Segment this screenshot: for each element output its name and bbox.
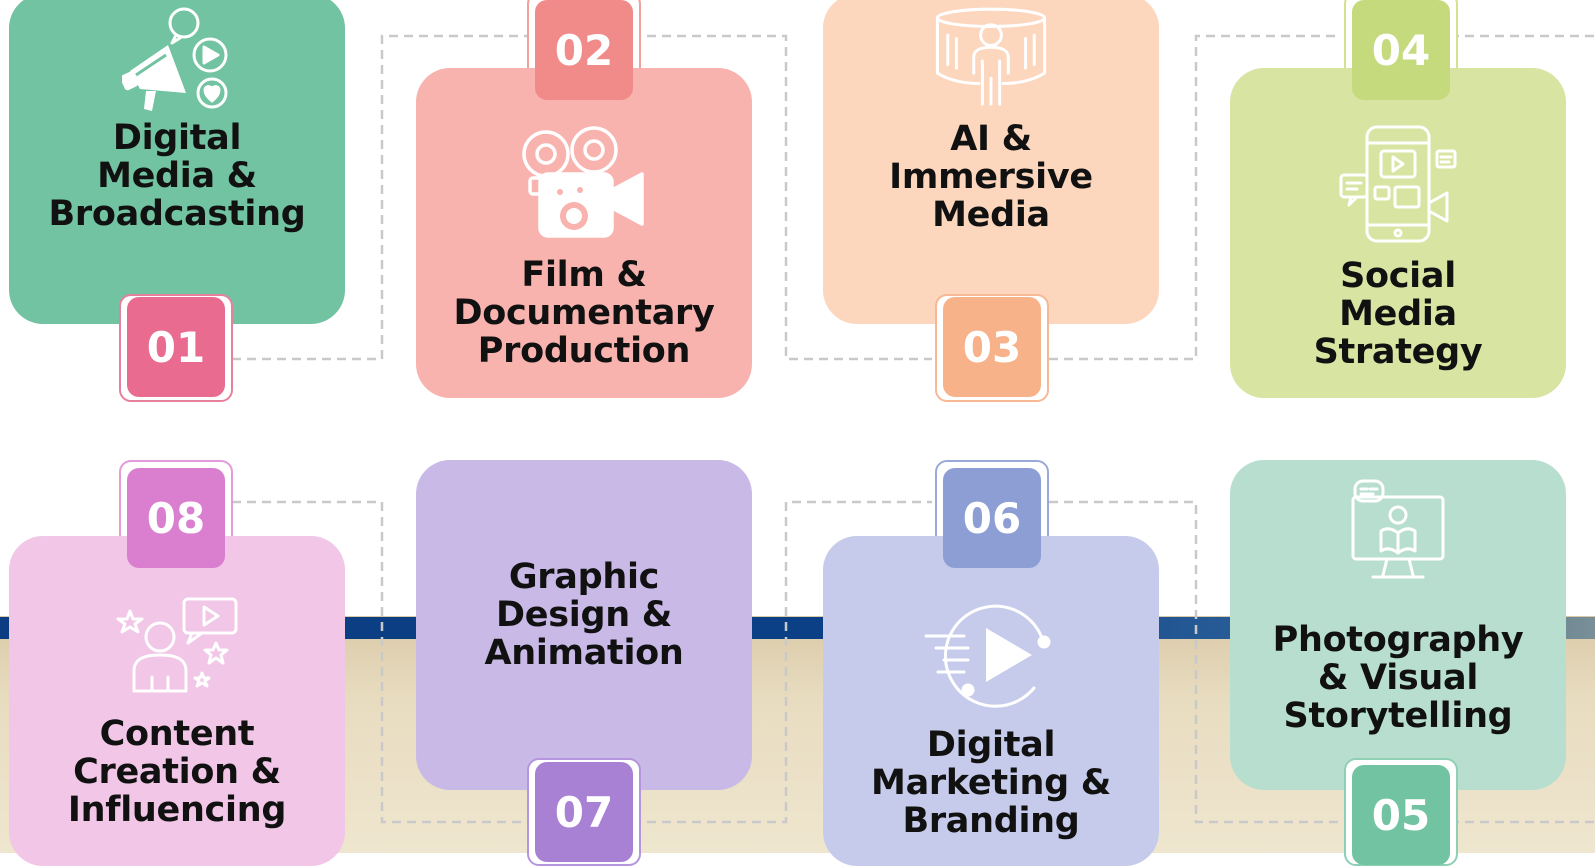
card-title: Social Media Strategy <box>1313 256 1483 372</box>
badge-number-02: 02 <box>535 0 633 100</box>
card-title: Photography & Visual Storytelling <box>1272 620 1524 736</box>
card-film-documentary-production: Film & Documentary Production <box>416 68 752 398</box>
megaphone-icon <box>122 7 228 111</box>
card-title: AI & Immersive Media <box>889 119 1093 235</box>
card-title: Film & Documentary Production <box>453 255 715 371</box>
badge-number-03: 03 <box>943 297 1041 397</box>
phone-social-icon <box>1339 125 1457 243</box>
badge-number-05: 05 <box>1352 765 1450 865</box>
vr-person-icon <box>935 7 1047 106</box>
influencer-icon <box>116 597 238 693</box>
badge-number-04: 04 <box>1352 0 1450 100</box>
card-title: Content Creation & Influencing <box>67 714 287 830</box>
card-graphic-design-animation: Graphic Design & Animation <box>416 460 752 790</box>
card-ai-immersive-media: AI & Immersive Media <box>823 0 1159 324</box>
card-title: Digital Marketing & Branding <box>871 725 1111 841</box>
badge-number-01: 01 <box>127 297 225 397</box>
card-digital-media-broadcasting: Digital Media & Broadcasting <box>9 0 345 324</box>
badge-number-08: 08 <box>127 468 225 568</box>
card-digital-marketing-branding: Digital Marketing & Branding <box>823 536 1159 866</box>
badge-number-07: 07 <box>535 762 633 862</box>
computer-reader-icon <box>1351 479 1445 579</box>
card-title: Digital Media & Broadcasting <box>48 118 306 234</box>
badge-number-06: 06 <box>943 468 1041 568</box>
film-camera-icon <box>522 126 644 238</box>
play-speed-icon <box>924 604 1051 708</box>
card-photography-visual-storytelling: Photography & Visual Storytelling <box>1230 460 1566 790</box>
card-social-media-strategy: Social Media Strategy <box>1230 68 1566 398</box>
card-content-creation-influencing: Content Creation & Influencing <box>9 536 345 866</box>
card-title: Graphic Design & Animation <box>484 557 684 673</box>
